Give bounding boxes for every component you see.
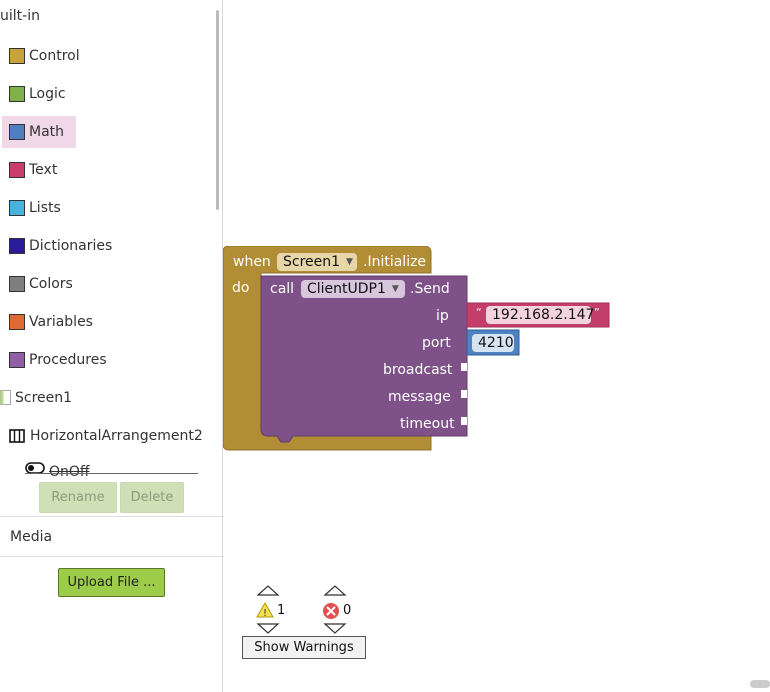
lists-swatch-icon [9,200,25,216]
math-swatch-icon [9,124,25,140]
palette-label: Procedures [29,352,107,368]
warning-icon: ! [256,602,274,618]
workspace-scrollbar[interactable] [750,680,770,688]
palette-label: Math [29,124,65,140]
param-ip: ip [436,308,449,324]
warning-down-arrow-icon[interactable] [256,622,280,634]
upload-file-button[interactable]: Upload File ... [58,568,165,597]
port-value: 4210 [478,335,514,351]
palette-label: Lists [29,200,61,216]
screen1-dropdown[interactable]: Screen1 ▼ [277,253,357,271]
param-port: port [422,335,451,351]
palette-label: Colors [29,276,73,292]
warning-up-arrow-icon[interactable] [256,585,280,597]
error-up-arrow-icon[interactable] [323,585,347,597]
show-warnings-button[interactable]: Show Warnings [242,636,366,659]
palette-label: Variables [29,314,93,330]
divider [0,556,222,557]
palette-label: Text [29,162,58,178]
delete-button[interactable]: Delete [120,482,184,513]
colors-swatch-icon [9,276,25,292]
warning-count: 1 [277,603,286,618]
clientudp1-dropdown[interactable]: ClientUDP1 ▼ [301,280,405,298]
builtin-header[interactable]: uilt-in [0,8,40,24]
procedures-swatch-icon [9,352,25,368]
palette-label: Logic [29,86,66,102]
text-swatch-icon [9,162,25,178]
param-message: message [388,389,451,405]
timeout-socket [461,417,467,425]
dropdown-caret-icon: ▼ [346,257,353,267]
palette-colors[interactable]: Colors [2,268,202,300]
arrangement-label: HorizontalArrangement2 [30,428,203,444]
onoff-label: OnOff [49,464,90,480]
tree-screen1[interactable]: Screen1 [0,382,200,414]
ip-text-field[interactable]: 192.168.2.147 [486,306,595,324]
error-down-arrow-icon[interactable] [323,622,347,634]
palette-logic[interactable]: Logic [2,78,202,110]
palette-variables[interactable]: Variables [2,306,202,338]
do-keyword: do [232,280,250,296]
when-keyword: when [233,254,271,270]
screen-icon [0,390,11,405]
palette-label: Control [29,48,80,64]
dropdown-value: Screen1 [283,254,341,270]
control-swatch-icon [9,48,25,64]
dropdown-value: ClientUDP1 [307,281,386,297]
palette-dictionaries[interactable]: Dictionaries [2,230,202,262]
tree-onoff[interactable]: OnOff [25,456,225,480]
send-method: .Send [410,281,450,297]
divider [0,516,222,517]
palette-text[interactable]: Text [2,154,202,186]
param-broadcast: broadcast [383,362,453,378]
broadcast-socket [461,363,467,371]
palette-label: Dictionaries [29,238,113,254]
palette-control[interactable]: Control [2,40,202,72]
quote-open: “ [476,306,482,319]
initialize-event: .Initialize [363,254,427,270]
svg-text:!: ! [263,608,267,618]
call-keyword: call [270,281,295,297]
error-icon [323,603,339,619]
palette-procedures[interactable]: Procedures [2,344,202,376]
error-count: 0 [343,603,352,618]
palette-math[interactable]: Math [2,116,76,148]
tree-divider [25,473,198,474]
clientudp-send-call-block [260,275,468,443]
port-number-field[interactable]: 4210 [472,334,514,352]
blocks-drawer: uilt-in Control Logic Math Text Lists Di… [0,0,223,692]
message-socket [461,390,467,398]
palette-lists[interactable]: Lists [2,192,202,224]
media-header: Media [10,529,53,545]
variables-swatch-icon [9,314,25,330]
rename-button[interactable]: Rename [39,482,117,513]
ip-value: 192.168.2.147 [492,307,595,323]
drawer-scrollbar[interactable] [216,10,219,210]
logic-swatch-icon [9,86,25,102]
tree-horizontal-arrangement[interactable]: HorizontalArrangement2 [9,420,209,452]
quote-close: ” [594,306,600,319]
screen1-label: Screen1 [15,390,73,406]
dictionaries-swatch-icon [9,238,25,254]
arrangement-icon [9,429,25,443]
param-timeout: timeout [400,416,455,432]
dropdown-caret-icon: ▼ [391,284,399,294]
